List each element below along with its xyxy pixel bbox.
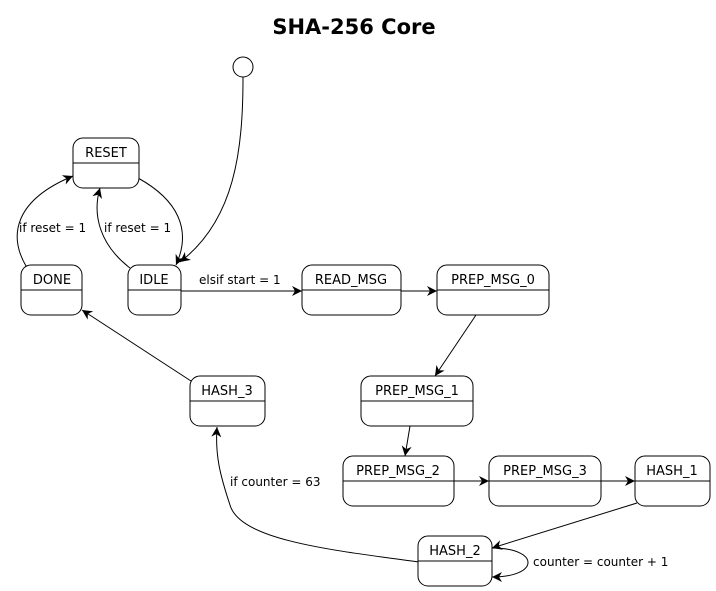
state-hash-3-label: HASH_3 xyxy=(201,384,252,399)
state-done-label: DONE xyxy=(33,273,71,288)
edge-hash-1-to-hash-2 xyxy=(491,502,638,550)
state-prep-msg-2-label: PREP_MSG_2 xyxy=(356,464,440,479)
state-idle-label: IDLE xyxy=(139,273,168,288)
state-hash-1-label: HASH_1 xyxy=(646,464,697,479)
state-reset-label: RESET xyxy=(85,146,127,161)
diagram-title: SHA-256 Core xyxy=(272,15,435,39)
state-hash-2-label: HASH_2 xyxy=(429,544,480,559)
state-prep-msg-3-label: PREP_MSG_3 xyxy=(503,464,587,479)
label-done-to-reset: if reset = 1 xyxy=(19,221,86,235)
state-reset: RESET xyxy=(72,137,140,189)
edge-reset-to-idle xyxy=(137,177,185,266)
edge-hash-2-self-loop xyxy=(491,547,529,582)
label-idle-to-reset: if reset = 1 xyxy=(104,221,171,235)
edge-idle-to-reset xyxy=(92,187,131,269)
edge-hash-2-to-hash-3 xyxy=(211,426,420,563)
edge-prep-msg-0-to-prep-msg-1 xyxy=(434,314,477,377)
label-idle-to-read-msg: elsif start = 1 xyxy=(199,273,281,287)
state-prep-msg-3: PREP_MSG_3 xyxy=(488,455,602,507)
state-done: DONE xyxy=(20,264,83,316)
state-hash-1: HASH_1 xyxy=(634,455,711,507)
state-prep-msg-1-label: PREP_MSG_1 xyxy=(375,384,459,399)
edge-initial-to-idle xyxy=(179,76,244,263)
state-hash-3: HASH_3 xyxy=(189,375,266,427)
state-prep-msg-0-label: PREP_MSG_0 xyxy=(451,273,535,288)
label-hash-2-to-hash-3: if counter = 63 xyxy=(230,475,321,489)
state-prep-msg-1: PREP_MSG_1 xyxy=(360,375,474,427)
state-prep-msg-0: PREP_MSG_0 xyxy=(436,264,550,316)
state-read-msg: READ_MSG xyxy=(301,264,402,316)
state-read-msg-label: READ_MSG xyxy=(315,273,387,288)
state-hash-2: HASH_2 xyxy=(417,535,493,587)
state-prep-msg-2: PREP_MSG_2 xyxy=(342,455,455,507)
edge-hash-3-to-done xyxy=(81,309,192,382)
initial-state-marker xyxy=(232,56,254,78)
label-hash-2-self-loop: counter = counter + 1 xyxy=(533,555,668,569)
edge-done-to-reset xyxy=(16,175,74,267)
edge-prep-msg-1-to-prep-msg-2 xyxy=(401,425,412,457)
state-idle: IDLE xyxy=(127,264,182,316)
